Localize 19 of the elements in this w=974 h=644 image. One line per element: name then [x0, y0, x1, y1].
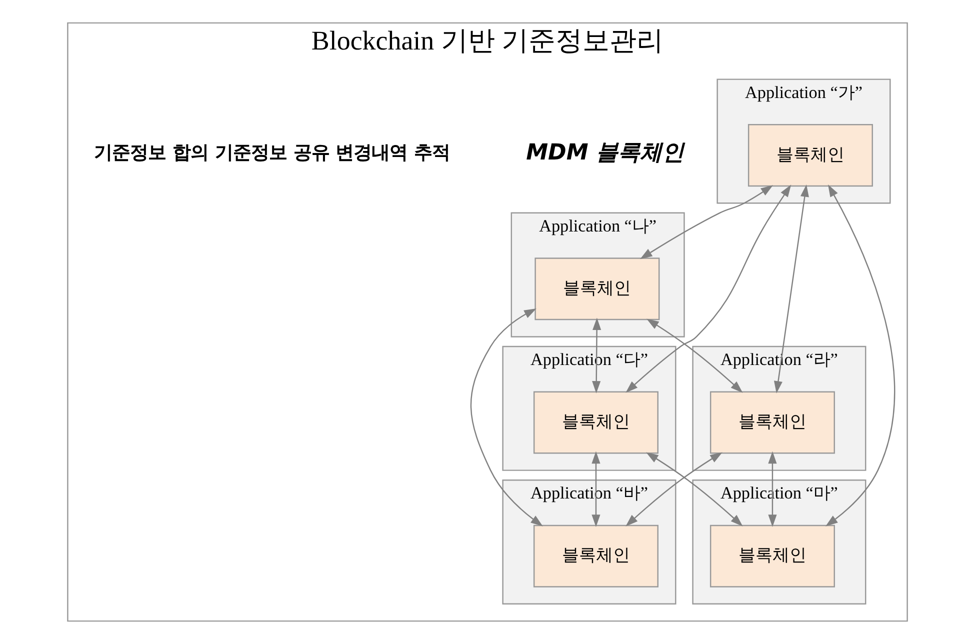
- node-box: 블록체인: [532, 391, 658, 454]
- arrow: [591, 451, 600, 527]
- arrow: [646, 452, 742, 526]
- arrow: [625, 184, 791, 393]
- arrow: [768, 451, 776, 527]
- arrow: [592, 318, 601, 394]
- node-box: 블록체인: [709, 524, 834, 588]
- arrow: [824, 184, 895, 526]
- node-box: 블록체인: [709, 391, 834, 454]
- node-box: 블록체인: [534, 258, 660, 320]
- arrow: [470, 308, 542, 526]
- arrow: [773, 184, 808, 394]
- node-box: 블록체인: [747, 124, 872, 187]
- label: 기준정보 합의 기준정보 공유 변경내역 추적: [94, 142, 450, 164]
- node-box: 블록체인: [532, 524, 658, 588]
- arrow: [625, 452, 722, 526]
- arrow: [640, 185, 773, 260]
- arrow: [646, 318, 742, 393]
- label: MDM 블록체인: [526, 140, 684, 166]
